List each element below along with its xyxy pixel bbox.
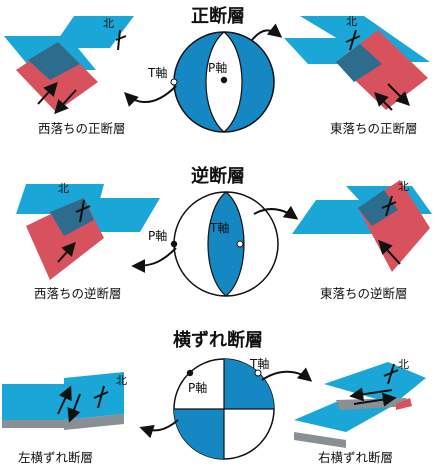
slip-arrow (54, 89, 77, 115)
north-label: 北 (346, 15, 357, 28)
p-axis-label: P軸 (208, 61, 227, 75)
north-label: 北 (398, 358, 409, 371)
normal-fault-beachball: P軸 T軸 (147, 31, 275, 133)
p-axis-label: P軸 (148, 229, 167, 243)
north-arrow-icon (75, 199, 91, 223)
p-axis-label: P軸 (188, 381, 207, 395)
right-caption: 右横ずれ断層 (318, 450, 393, 465)
left-caption: 左横ずれ断層 (18, 450, 93, 465)
compression-arrow-left (131, 247, 177, 273)
p-axis-dot (170, 240, 178, 248)
north-label: 北 (398, 180, 409, 193)
normal-fault-left-block: 北 (4, 16, 134, 115)
extension-arrow-left (124, 85, 177, 107)
strike-slip-title: 横ずれ断層 (173, 329, 263, 351)
t-axis-label: T軸 (147, 66, 167, 80)
overlap-region (28, 42, 80, 80)
t-axis-dot (254, 369, 262, 377)
strike-slip-beachball: P軸 T軸 (173, 357, 275, 460)
north-arrow-icon (345, 29, 361, 51)
extension-arrow-right (251, 23, 283, 41)
right-caption: 東落ちの逆断層 (320, 286, 408, 301)
footwall-plane (52, 16, 134, 48)
left-lateral-block: 北 (2, 372, 127, 430)
blue-quadrant (174, 409, 224, 459)
arrow-left (139, 419, 179, 439)
normal-fault-title: 正断層 (191, 5, 245, 27)
reverse-fault-right-block: 北 (292, 180, 432, 272)
t-axis-dot (170, 78, 178, 86)
arrow-right (261, 367, 313, 382)
p-axis-dot (220, 76, 228, 84)
north-arrow-icon (115, 29, 127, 51)
reverse-fault-section: 逆断層 北 西落ちの逆断層 T軸 P軸 (16, 165, 432, 301)
north-arrow-icon (381, 195, 397, 217)
north-arrow-icon (383, 363, 399, 385)
normal-fault-right-block: 北 (284, 15, 430, 111)
t-axis-label: T軸 (209, 221, 229, 235)
t-axis-label: T軸 (249, 357, 269, 371)
slip-arrow (37, 81, 58, 105)
blue-quadrant (224, 359, 274, 409)
north-label: 北 (103, 17, 114, 30)
right-lateral-block: 北 (294, 358, 426, 448)
strike-slip-section: 横ずれ断層 北 左横ずれ断層 P軸 T軸 (2, 329, 426, 465)
reverse-fault-beachball: T軸 P軸 (148, 191, 279, 297)
left-caption: 西落ちの逆断層 (34, 286, 122, 301)
p-axis-dot (186, 369, 194, 377)
left-caption: 西落ちの正断層 (38, 121, 126, 136)
blue-lobe (207, 191, 245, 297)
compression-arrow-right (253, 205, 299, 220)
reverse-fault-left-block: 北 (16, 182, 160, 280)
normal-fault-section: 正断層 北 西落ちの正断層 P軸 T軸 (4, 5, 430, 136)
north-label: 北 (116, 374, 127, 387)
t-axis-dot (236, 240, 244, 248)
reverse-fault-title: 逆断層 (191, 165, 245, 187)
north-label: 北 (58, 182, 69, 195)
right-caption: 東落ちの正断層 (330, 121, 418, 136)
north-arrow-icon (93, 385, 109, 409)
